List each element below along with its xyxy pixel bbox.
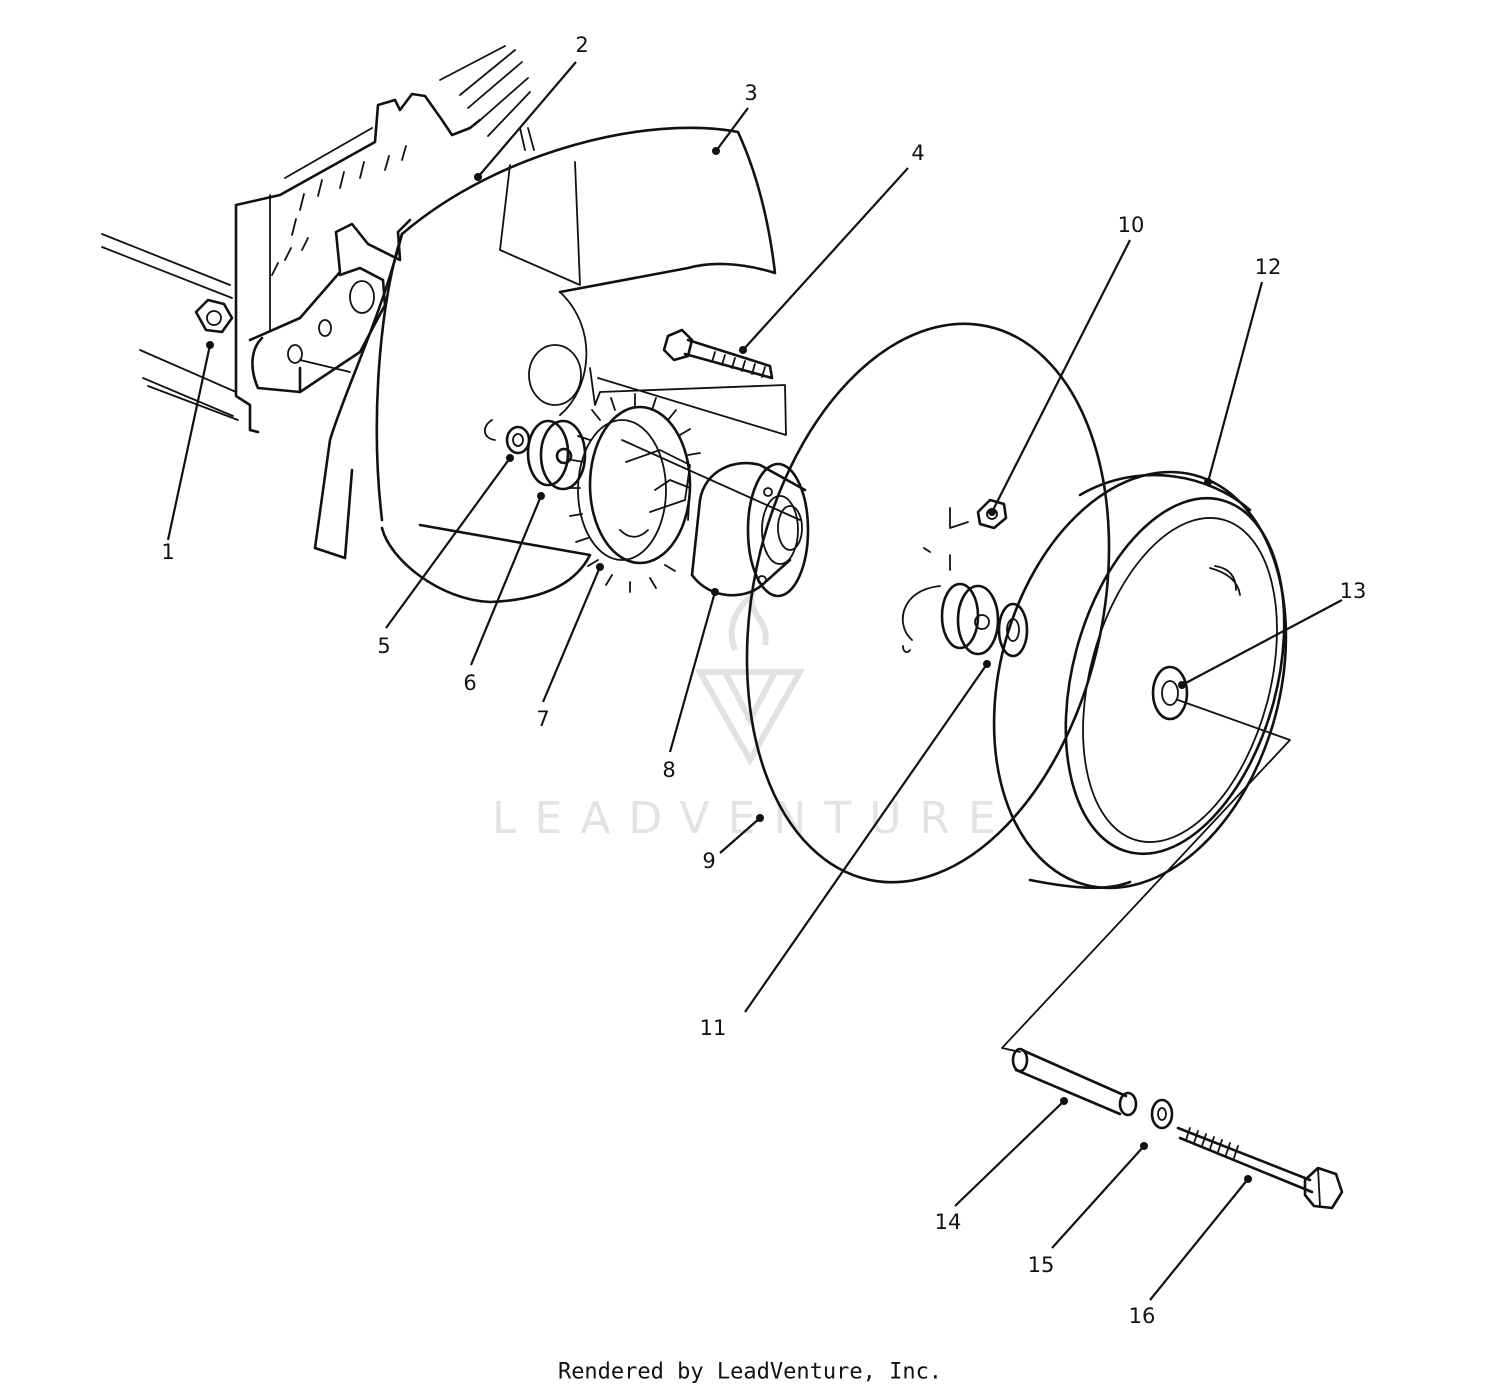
callout-15: 15 [1027,1253,1055,1277]
callout-5: 5 [377,634,391,658]
footer-credit: Rendered by LeadVenture, Inc. [557,1359,943,1385]
wheel-hub [621,439,810,598]
wheel-shield [313,126,777,604]
callout-10: 10 [1117,213,1145,237]
washer-and-bearing [483,419,587,491]
frame-bracket [101,45,535,434]
shoulder-bolt [589,328,787,436]
hex-nut [194,298,234,334]
callout-6: 6 [463,671,477,695]
callout-16: 16 [1128,1304,1156,1328]
axle-bolt [1176,1126,1344,1210]
watermark-text: LEADVENTURE [492,793,1014,844]
callout-7: 7 [536,707,550,731]
axle-washer [1150,1098,1174,1130]
axle-spacer [1011,1047,1138,1117]
wheel [992,470,1291,1053]
leader-lines [166,61,1343,1301]
callout-12: 12 [1254,255,1282,279]
callout-14: 14 [934,1210,962,1234]
callout-2: 2 [575,33,589,57]
sprocket [567,393,701,593]
callout-4: 4 [911,141,925,165]
callout-13: 13 [1339,579,1367,603]
callout-1: 1 [161,540,175,564]
leader-dots [206,147,1252,1183]
callout-9: 9 [702,849,716,873]
callout-11: 11 [699,1016,727,1040]
callout-3: 3 [744,81,758,105]
nut-bearing-washer [902,498,1029,658]
callout-8: 8 [662,758,676,782]
